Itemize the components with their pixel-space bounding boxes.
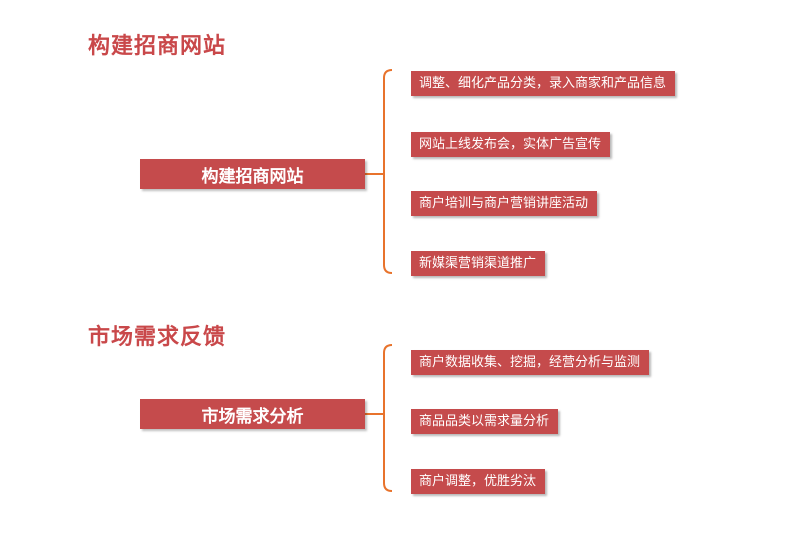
section-title: 构建招商网站 [88,34,227,59]
section-title: 市场需求反馈 [88,325,227,350]
list-item: 商户培训与商户营销讲座活动 [411,191,598,216]
list-item: 调整、细化产品分类，录入商家和产品信息 [411,71,676,96]
list-item: 商户数据收集、挖掘，经营分析与监测 [411,350,650,375]
list-item: 商品品类以需求量分析 [411,409,559,434]
main-node: 构建招商网站 [140,159,365,189]
list-item: 商户调整，优胜劣汰 [411,469,546,494]
list-item: 新媒渠营销渠道推广 [411,251,546,276]
connector-bracket [383,344,393,492]
connector-bracket [383,69,393,274]
main-node: 市场需求分析 [140,399,365,429]
list-item: 网站上线发布会，实体广告宣传 [411,132,611,157]
